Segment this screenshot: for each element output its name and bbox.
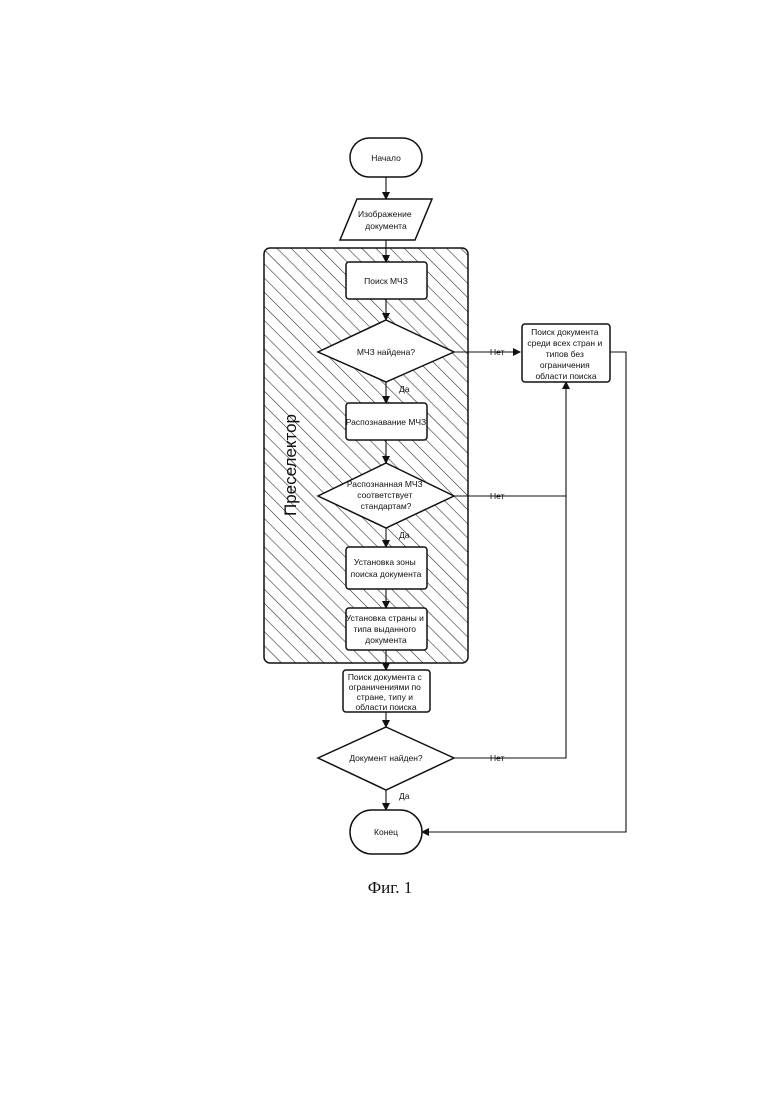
search-mrz-label: Поиск МЧЗ (364, 276, 408, 286)
recognize-mrz-label: Распознавание МЧЗ (346, 417, 426, 427)
mrz-standard-yes: Да (399, 530, 410, 540)
mrz-standard-no: Нет (490, 491, 505, 501)
doc-found-yes: Да (399, 791, 410, 801)
mrz-found-label: МЧЗ найдена? (357, 347, 415, 357)
search-limited-label: Поиск документа с ограничениями по стран… (348, 672, 424, 712)
doc-found-label: Документ найден? (349, 753, 423, 763)
mrz-found-yes: Да (399, 384, 410, 394)
preselector-label: Преселектор (281, 414, 300, 516)
doc-found-no: Нет (490, 753, 505, 763)
start-label: Начало (371, 153, 401, 163)
end-label: Конец (374, 827, 398, 837)
input-node (340, 199, 432, 240)
mrz-found-no: Нет (490, 347, 505, 357)
set-zone-node (346, 547, 427, 589)
figure-caption: Фиг. 1 (368, 878, 413, 897)
